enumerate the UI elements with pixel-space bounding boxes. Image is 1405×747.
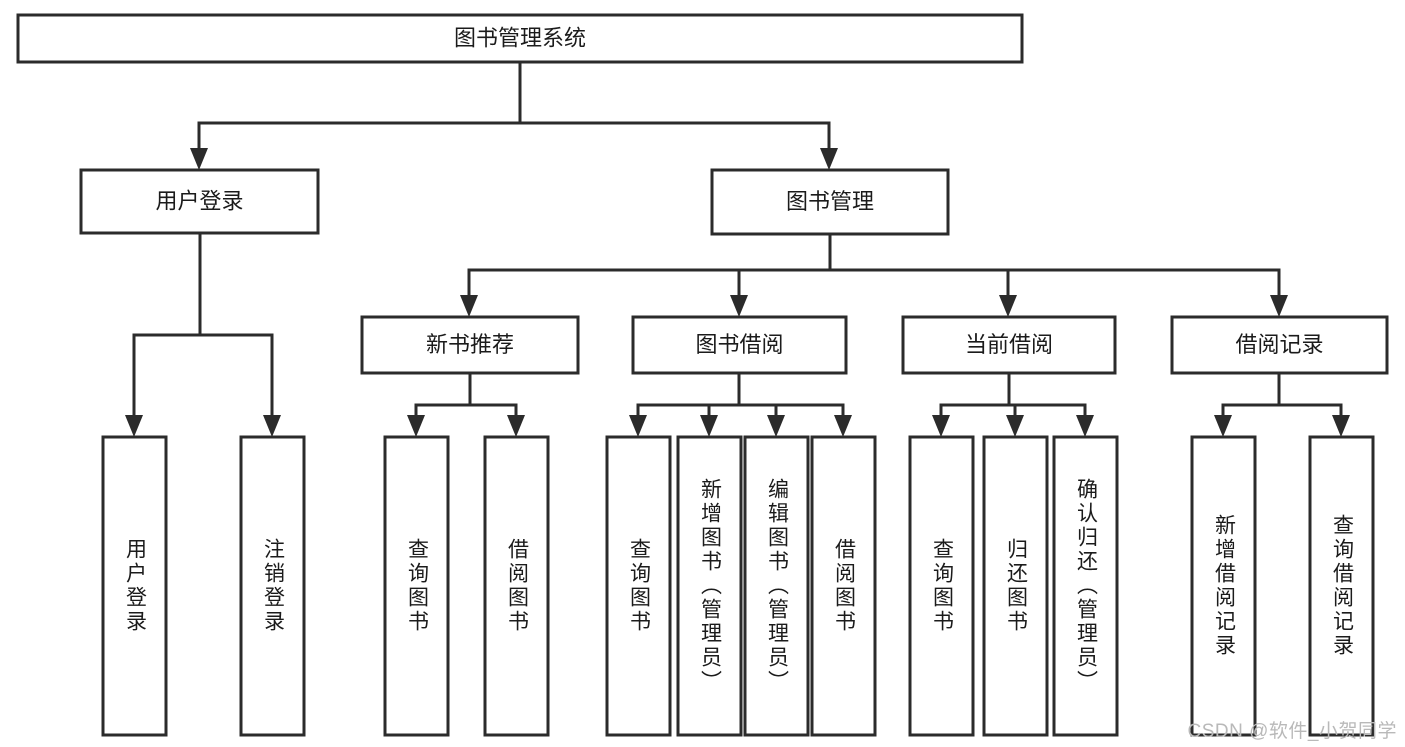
node-leaf-3[interactable] <box>483 435 550 737</box>
node-level2-1[interactable]: 图书管理 <box>710 168 950 236</box>
node-leaf-10[interactable] <box>1052 435 1119 737</box>
node-level2-0[interactable]: 用户登录 <box>79 168 320 235</box>
current-arrow-icon-1 <box>1006 415 1024 437</box>
node-leaf-11[interactable] <box>1190 435 1257 737</box>
node-level2-label-1: 图书管理 <box>786 189 874 214</box>
borrow-arrow-icon-1 <box>700 415 718 437</box>
login-arrow-icon-0 <box>125 415 143 437</box>
node-box <box>360 315 580 375</box>
node-box <box>605 435 672 737</box>
node-root-system[interactable]: 图书管理系统 <box>16 13 1024 64</box>
node-box <box>901 315 1117 375</box>
node-box <box>908 435 975 737</box>
root-arrow-icon-0 <box>190 148 208 170</box>
node-box <box>743 435 810 737</box>
node-level3-0[interactable]: 新书推荐 <box>360 315 580 375</box>
node-box <box>79 168 320 235</box>
record-arrow-icon-0 <box>1214 415 1232 437</box>
node-box <box>383 435 450 737</box>
node-leaf-8[interactable] <box>908 435 975 737</box>
node-box <box>101 435 168 737</box>
borrow-arrow-icon-0 <box>629 415 647 437</box>
node-root-label: 图书管理系统 <box>454 25 586 50</box>
node-level2-label-0: 用户登录 <box>155 188 243 213</box>
node-leaf-9[interactable] <box>982 435 1049 737</box>
node-box <box>810 435 877 737</box>
node-level3-1[interactable]: 图书借阅 <box>631 315 848 375</box>
login-arrow-icon-1 <box>263 415 281 437</box>
manage-arrow-icon-0 <box>460 295 478 317</box>
node-leaf-2[interactable] <box>383 435 450 737</box>
manage-arrow-icon-3 <box>1270 295 1288 317</box>
newbook-arrow-icon-1 <box>507 415 525 437</box>
node-box <box>483 435 550 737</box>
borrow-arrow-icon-3 <box>834 415 852 437</box>
watermark-text: CSDN @软件_小贺同学 <box>1187 721 1397 742</box>
node-leaf-0[interactable] <box>101 435 168 737</box>
borrow-arrow-icon-2 <box>767 415 785 437</box>
newbook-arrow-icon-0 <box>407 415 425 437</box>
node-level3-2[interactable]: 当前借阅 <box>901 315 1117 375</box>
record-arrow-icon-1 <box>1332 415 1350 437</box>
node-leaf-6[interactable] <box>743 435 810 737</box>
node-leaf-12[interactable] <box>1308 435 1375 737</box>
node-box <box>631 315 848 375</box>
node-level3-label-3: 借阅记录 <box>1235 332 1323 357</box>
node-box <box>239 435 306 737</box>
node-leaf-5[interactable] <box>676 435 743 737</box>
node-box <box>710 168 950 236</box>
node-box <box>676 435 743 737</box>
node-level3-label-1: 图书借阅 <box>695 332 783 357</box>
node-box <box>1170 315 1389 375</box>
node-box <box>16 13 1024 64</box>
node-level3-label-2: 当前借阅 <box>965 332 1053 357</box>
node-box <box>1190 435 1257 737</box>
node-leaf-4[interactable] <box>605 435 672 737</box>
manage-arrow-icon-2 <box>999 295 1017 317</box>
root-arrow-icon-1 <box>820 148 838 170</box>
node-level3-label-0: 新书推荐 <box>426 332 514 357</box>
current-arrow-icon-2 <box>1076 415 1094 437</box>
node-box <box>1308 435 1375 737</box>
node-leaf-1[interactable] <box>239 435 306 737</box>
node-leaf-7[interactable] <box>810 435 877 737</box>
node-box <box>1052 435 1119 737</box>
node-level3-3[interactable]: 借阅记录 <box>1170 315 1389 375</box>
node-box <box>982 435 1049 737</box>
current-arrow-icon-0 <box>932 415 950 437</box>
manage-arrow-icon-1 <box>730 295 748 317</box>
